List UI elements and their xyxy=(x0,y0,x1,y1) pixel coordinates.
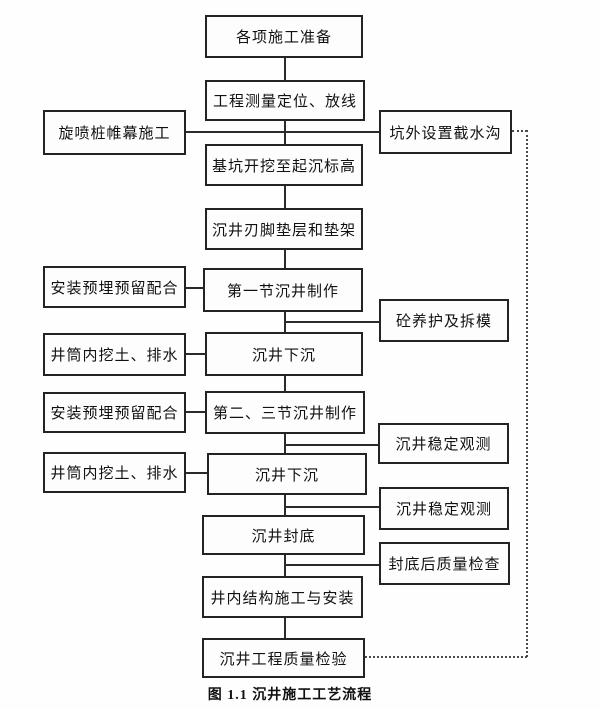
node-first-section-caisson-fabrication: 第一节沉井制作 xyxy=(203,268,363,312)
connector-excavation-2 xyxy=(186,472,207,474)
connector-dotted-bottom xyxy=(365,656,527,658)
figure-caption: 图 1.1 沉井施工工艺流程 xyxy=(207,688,373,703)
node-caisson-quality-inspection: 沉井工程质量检验 xyxy=(202,638,365,678)
connector-spine-8 xyxy=(284,495,286,515)
node-cutting-edge-cushion-and-support: 沉井刃脚垫层和垫架 xyxy=(205,208,363,250)
connector-dotted-top xyxy=(512,130,527,132)
connector-spine-10 xyxy=(284,618,286,638)
connector-spine-6 xyxy=(284,376,286,391)
node-internal-structure-construction-installation: 井内结构施工与安装 xyxy=(202,576,363,618)
connector-spine-4 xyxy=(284,250,286,268)
node-survey-positioning-layout: 工程测量定位、放线 xyxy=(205,80,365,121)
connector-branch-curing xyxy=(285,321,379,323)
connector-branch-stability-1 xyxy=(285,444,378,446)
connector-dotted-vertical xyxy=(526,130,528,657)
connector-embedded-2 xyxy=(186,411,205,413)
connector-branch-sealing-check xyxy=(285,564,379,566)
node-pit-excavation-to-sinking-level: 基坑开挖至起沉标高 xyxy=(205,144,363,186)
node-shaft-excavation-drainage-1: 井筒内挖土、排水 xyxy=(43,333,186,376)
node-caisson-bottom-sealing: 沉井封底 xyxy=(202,515,365,555)
node-intercepting-ditch-outside-pit: 坑外设置截水沟 xyxy=(379,110,512,154)
connector-spine-1 xyxy=(284,58,286,80)
node-construction-preparation: 各项施工准备 xyxy=(205,15,363,58)
node-sinking-stability-observation-2: 沉井稳定观测 xyxy=(379,487,509,530)
node-second-third-section-caisson-fabrication: 第二、三节沉井制作 xyxy=(205,391,365,434)
node-caisson-sinking-1: 沉井下沉 xyxy=(205,332,363,376)
node-embedded-reserved-parts-1: 安装预埋预留配合 xyxy=(43,266,186,308)
node-shaft-excavation-drainage-2: 井筒内挖土、排水 xyxy=(43,452,186,493)
node-embedded-reserved-parts-2: 安装预埋预留配合 xyxy=(43,392,186,433)
node-concrete-curing-formwork-removal: 砼养护及拆模 xyxy=(379,299,509,342)
connector-row-curtain-ditch xyxy=(186,131,379,133)
node-jet-grouting-pile-curtain: 旋喷桩帷幕施工 xyxy=(43,110,186,155)
connector-excavation-1 xyxy=(186,353,207,355)
connector-spine-7 xyxy=(284,434,286,453)
node-sinking-stability-observation-1: 沉井稳定观测 xyxy=(378,423,509,464)
node-caisson-sinking-2: 沉井下沉 xyxy=(207,453,367,495)
connector-branch-stability-2 xyxy=(285,506,379,508)
node-post-sealing-quality-check: 封底后质量检查 xyxy=(379,542,510,585)
connector-spine-3 xyxy=(284,186,286,208)
connector-embedded-1 xyxy=(186,287,205,289)
